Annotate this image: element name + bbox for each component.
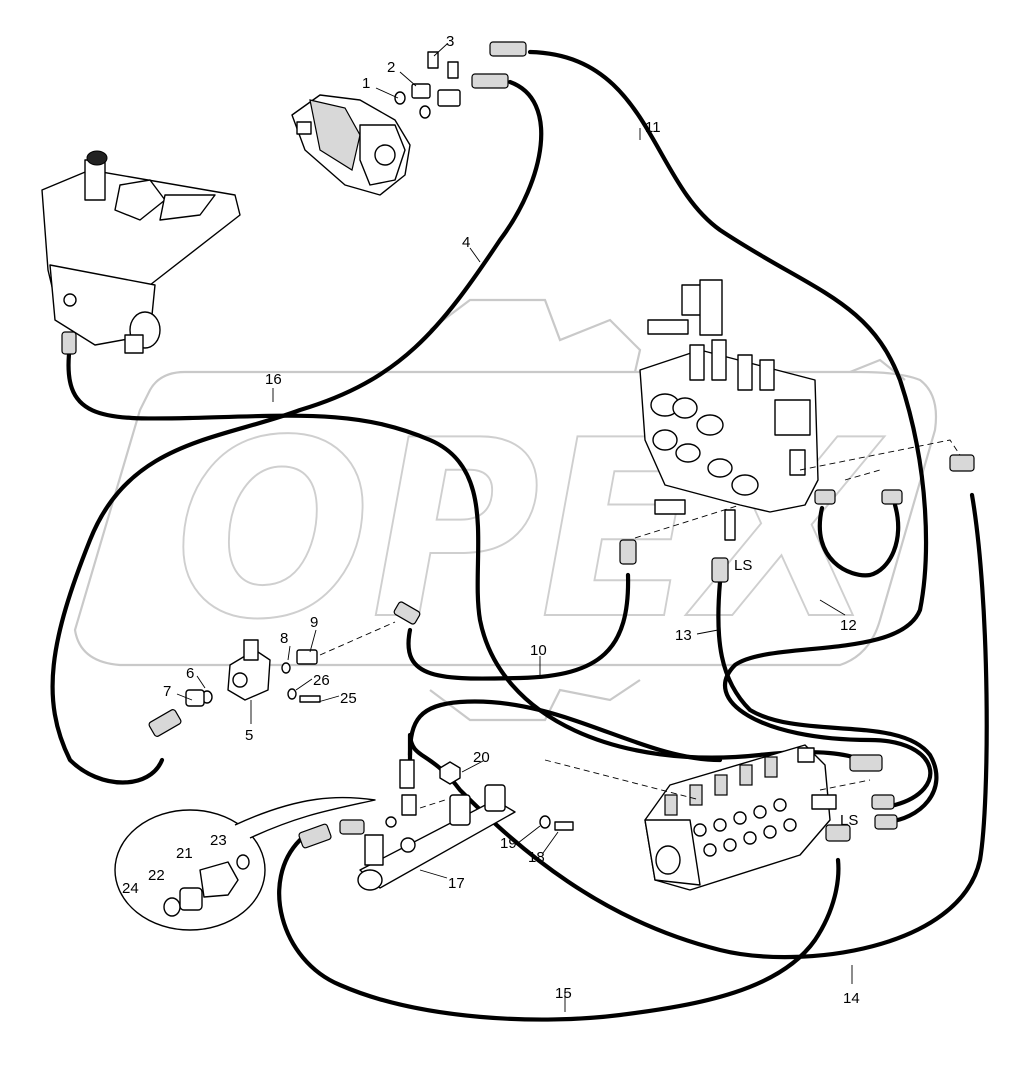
callout-24: 24 bbox=[122, 880, 139, 897]
callout-14: 14 bbox=[843, 990, 860, 1007]
callout-18: 18 bbox=[528, 849, 545, 866]
gear-pump bbox=[291, 94, 411, 196]
callout-21: 21 bbox=[176, 845, 193, 862]
callout-2: 2 bbox=[387, 59, 395, 76]
small-hardware bbox=[439, 761, 574, 831]
hoses bbox=[50, 49, 989, 1022]
callout-4: 4 bbox=[462, 234, 470, 251]
port-label-ls-upper: LS bbox=[734, 557, 752, 574]
callout-20: 20 bbox=[473, 749, 490, 766]
callout-7: 7 bbox=[163, 683, 171, 700]
lower-valve-spools bbox=[664, 756, 797, 857]
callout-9: 9 bbox=[310, 614, 318, 631]
hose-10 bbox=[406, 572, 631, 681]
callout-3: 3 bbox=[446, 33, 454, 50]
callout-16: 16 bbox=[265, 371, 282, 388]
callout-10: 10 bbox=[530, 642, 547, 659]
callout-25: 25 bbox=[340, 690, 357, 707]
leader-lines bbox=[176, 43, 853, 1012]
callout-15: 15 bbox=[555, 985, 572, 1002]
callout-13: 13 bbox=[675, 627, 692, 644]
manifold-pipe bbox=[357, 759, 516, 891]
hose-11 bbox=[527, 49, 933, 808]
callout-1: 1 bbox=[362, 75, 370, 92]
port-label-ls-lower: LS bbox=[840, 812, 858, 829]
callout-17: 17 bbox=[448, 875, 465, 892]
upper-control-valve bbox=[639, 279, 819, 541]
callouts: 1 2 3 4 5 6 7 8 9 10 11 12 13 14 15 16 1… bbox=[122, 33, 860, 1007]
hose-16 bbox=[66, 342, 865, 763]
pump-fittings bbox=[394, 41, 527, 119]
hydraulic-tank bbox=[41, 150, 241, 354]
hose-12 bbox=[817, 502, 901, 578]
callout-12: 12 bbox=[840, 617, 857, 634]
tee-fitting bbox=[185, 639, 321, 707]
hose-4 bbox=[50, 79, 544, 785]
callout-19: 19 bbox=[500, 835, 517, 852]
lower-control-valve bbox=[644, 744, 837, 891]
hose-end-fittings bbox=[61, 331, 975, 849]
opex-watermark: OPEX bbox=[73, 298, 938, 722]
callout-5: 5 bbox=[245, 727, 253, 744]
callout-22: 22 bbox=[148, 867, 165, 884]
hose-14-upper bbox=[407, 699, 723, 763]
detail-bubble bbox=[114, 796, 376, 931]
callout-26: 26 bbox=[313, 672, 330, 689]
hose-15 bbox=[277, 837, 841, 1022]
hose-14 bbox=[407, 492, 989, 960]
callout-23: 23 bbox=[210, 832, 227, 849]
callout-11: 11 bbox=[645, 119, 661, 136]
center-lines bbox=[319, 439, 961, 809]
callout-6: 6 bbox=[186, 665, 194, 682]
callout-8: 8 bbox=[280, 630, 288, 647]
hose-13 bbox=[716, 579, 939, 825]
